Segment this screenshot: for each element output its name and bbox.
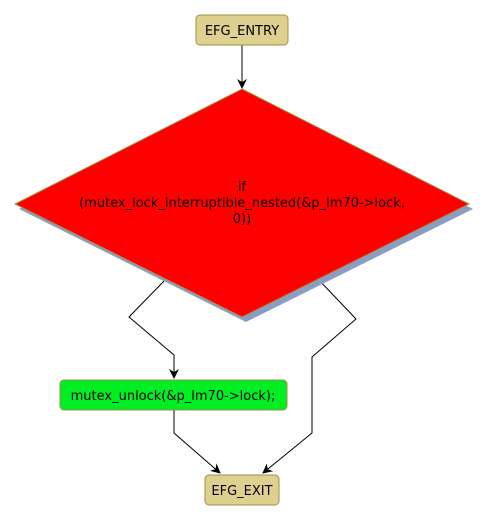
edge-unlock-to-exit	[173, 410, 221, 474]
unlock-node-label: mutex_unlock(&p_lm70->lock);	[71, 389, 276, 404]
edge-decision-to-exit	[262, 278, 357, 474]
exit-node-label: EFG_EXIT	[211, 484, 272, 499]
unlock-node-box	[59, 379, 288, 411]
edges	[128, 45, 357, 474]
decision-line-2: (mutex_lock_interruptible_nested(&p_lm70…	[79, 196, 405, 211]
unlock-node[interactable]: mutex_unlock(&p_lm70->lock);	[59, 379, 288, 411]
decision-node[interactable]: if (mutex_lock_interruptible_nested(&p_l…	[13, 88, 473, 322]
decision-node-shape	[13, 88, 471, 318]
entry-node[interactable]: EFG_ENTRY	[195, 14, 289, 46]
decision-line-1: if	[238, 180, 247, 195]
exit-node[interactable]: EFG_EXIT	[204, 474, 280, 506]
entry-node-box	[195, 14, 289, 46]
entry-node-label: EFG_ENTRY	[205, 24, 279, 39]
decision-line-3: 0))	[233, 212, 251, 227]
edge-decision-to-unlock	[128, 278, 179, 379]
exit-node-box	[204, 474, 280, 506]
